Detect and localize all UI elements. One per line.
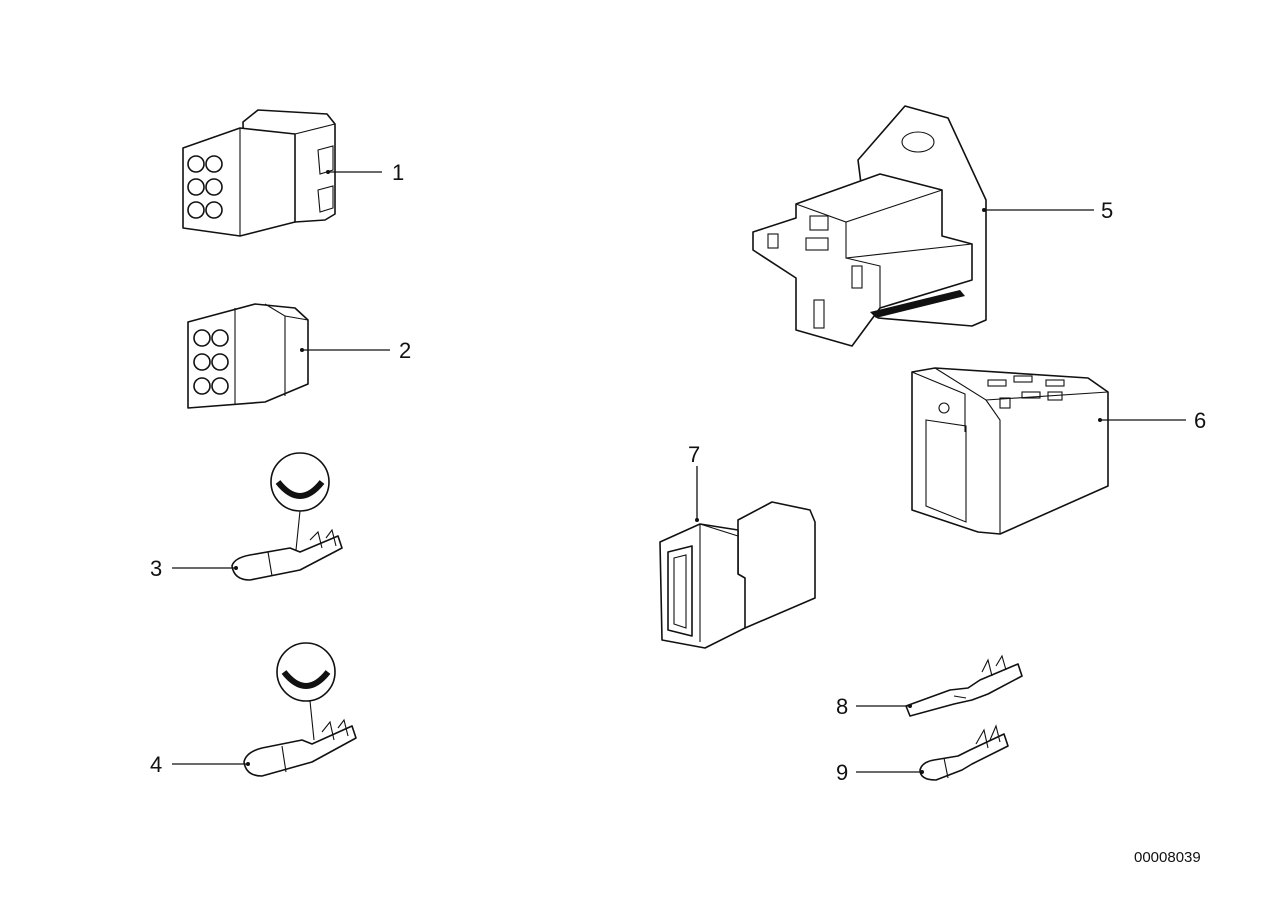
part-8-blade-terminal xyxy=(905,654,1023,717)
part-1-connector xyxy=(182,109,336,237)
callout-7: 7 xyxy=(688,442,700,467)
callout-2: 2 xyxy=(399,338,411,363)
callout-5: 5 xyxy=(1101,198,1113,223)
callout-8: 8 xyxy=(836,694,848,719)
part-3-terminal xyxy=(231,452,343,581)
part-5-relay-socket xyxy=(752,105,987,347)
callout-1: 1 xyxy=(392,160,404,185)
callout-9: 9 xyxy=(836,760,848,785)
part-7-flat-connector xyxy=(659,501,816,649)
part-9-pin-terminal xyxy=(919,724,1009,781)
part-4-terminal xyxy=(243,642,357,777)
part-2-connector xyxy=(187,303,309,409)
diagram-code: 00008039 xyxy=(1134,849,1201,866)
callout-3: 3 xyxy=(150,556,162,581)
callout-6: 6 xyxy=(1194,408,1206,433)
callout-4: 4 xyxy=(150,752,162,777)
part-6-relay-housing xyxy=(911,367,1109,535)
